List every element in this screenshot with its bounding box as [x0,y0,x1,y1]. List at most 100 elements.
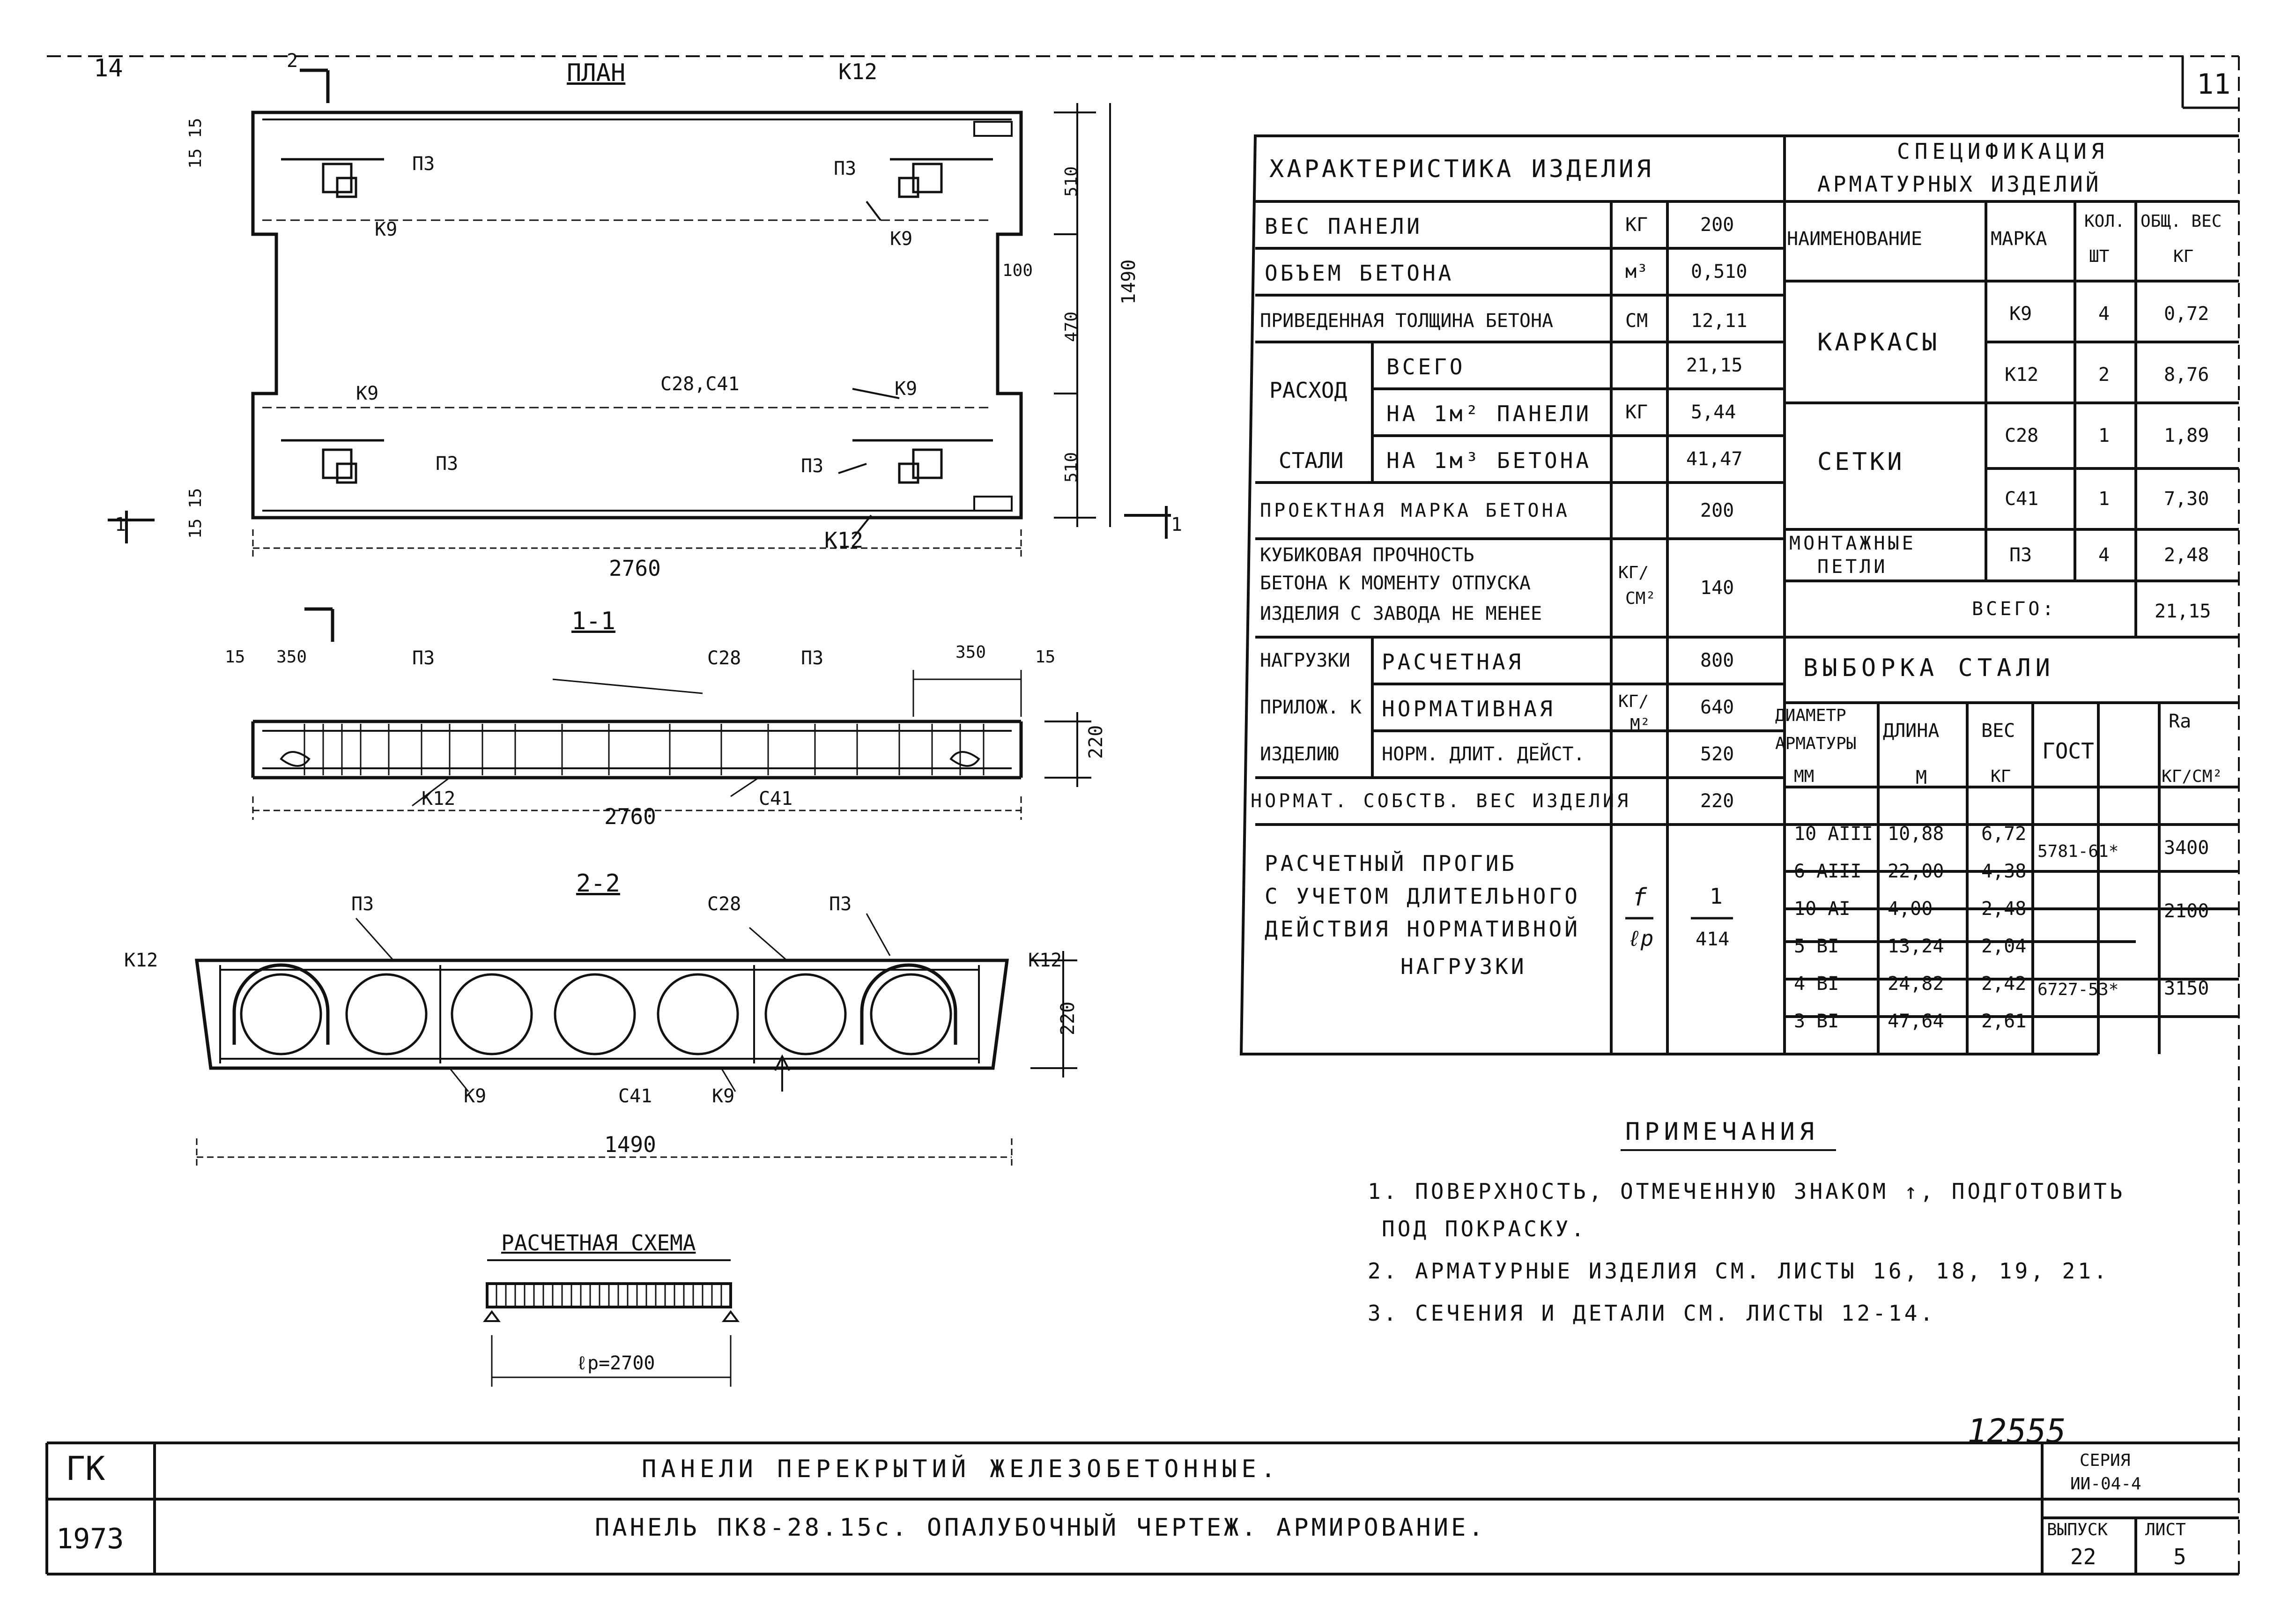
load-row-name: РАСЧЕТНАЯ [1382,649,1524,675]
dim-350-right: 350 [955,643,986,662]
section-1-1-title: 1-1 [571,607,615,635]
label-k9: К9 [375,219,398,240]
section-2-2-title: 2-2 [576,869,620,898]
loads-group-line: НАГРУЗКИ [1260,650,1350,671]
section-mark-2-top: 2 [287,50,298,72]
steel-row-value: 21,15 [1686,355,1743,376]
ss-wt: 2,42 [1981,973,2027,995]
plan-title: ПЛАН [567,59,626,87]
spec-weight: 2,48 [2164,544,2209,566]
section-2-2-drawing [195,913,1077,1167]
spec-header-name: НАИМЕНОВАНИЕ [1787,228,1922,250]
spec-qty: 4 [2098,544,2110,566]
spec-qty: 2 [2098,364,2110,386]
label-c28: С28 [707,893,741,915]
char-row-unit: КГ [1625,214,1648,236]
spec-header-wt-2: КГ [2173,247,2194,266]
label-p3: П3 [801,455,824,477]
load-row-name: НОРМ. ДЛИТ. ДЕЙСТ. [1382,743,1585,765]
ss-dia: 5 BI [1794,936,1839,957]
title-block-grid [45,1442,2239,1575]
steel-row-name: НА 1м² ПАНЕЛИ [1386,401,1592,426]
notes-title: ПРИМЕЧАНИЯ [1625,1118,1819,1146]
title-block-line-2: ПАНЕЛЬ ПК8-28.15с. ОПАЛУБОЧНЫЙ ЧЕРТЕЖ. А… [595,1514,1486,1542]
title-block-year: 1973 [56,1523,124,1555]
ss-dia: 4 BI [1794,973,1839,995]
ss-len: 13,24 [1888,936,1944,957]
spec-total-value: 21,15 [2155,601,2211,622]
label-k9: К9 [356,383,379,404]
ss-wt: 2,04 [1981,936,2027,957]
deflection-line: ДЕЙСТВИЯ НОРМАТИВНОЙ [1265,916,1580,942]
ss-len: 47,64 [1888,1011,1944,1032]
deflection-symbol-top: f [1632,884,1647,912]
note-item: 3. СЕЧЕНИЯ И ДЕТАЛИ СМ. ЛИСТЫ 12-14. [1368,1300,1936,1326]
ss-len: 10,88 [1888,823,1944,845]
deflection-line: С УЧЕТОМ ДЛИТЕЛЬНОГО [1265,884,1580,909]
load-row-name: НОРМАТИВНАЯ [1382,696,1555,721]
own-weight-value: 220 [1700,790,1734,812]
label-p3: П3 [436,453,459,475]
spec-mark: С41 [2005,488,2039,510]
label-k9: К9 [890,228,913,250]
label-k9: К9 [712,1085,735,1107]
ss-ra: 3400 [2164,837,2209,859]
ss-header-wt-1: ВЕС [1981,720,2015,742]
dim-15-right: 15 [1035,647,1056,667]
loads-group-line: ПРИЛОЖ. К [1260,697,1362,718]
steel-unit: КГ [1625,401,1648,423]
loads-unit-top: КГ/ [1618,692,1649,711]
ss-header-dia-1: ДИАМЕТР [1775,706,1846,725]
scheme-title: РАСЧЕТНАЯ СХЕМА [501,1230,696,1256]
dim-350-left: 350 [276,647,307,667]
loads-unit-bottom: М² [1630,715,1651,735]
ss-header-len-1: ДЛИНА [1883,720,1940,742]
ss-wt: 4,38 [1981,861,2027,882]
ss-dia: 6 AIII [1794,861,1862,882]
ss-wt: 6,72 [1981,823,2027,845]
steel-row-name: НА 1м³ БЕТОНА [1386,448,1592,473]
spec-header-qty-1: КОЛ. [2084,212,2125,231]
plan-drawing [108,68,1171,557]
dim-length: 2760 [609,556,661,581]
spec-mark: К9 [2009,303,2032,325]
cube-strength-line: КУБИКОВАЯ ПРОЧНОСТЬ [1260,544,1474,566]
characteristics-title: ХАРАКТЕРИСТИКА ИЗДЕЛИЯ [1269,155,1654,183]
steel-row-name: ВСЕГО [1386,354,1466,379]
spec-title-1: СПЕЦИФИКАЦИЯ [1897,139,2109,164]
label-p3: П3 [412,153,435,175]
ss-header-dia-2: АРМАТУРЫ [1775,734,1857,753]
spec-weight: 1,89 [2164,425,2209,446]
steel-row-value: 5,44 [1691,401,1736,423]
spec-mark: К12 [2005,364,2039,386]
dim-notch: 100 [1002,261,1033,280]
label-k12-top: К12 [838,59,878,84]
ss-dia: 10 AIII [1794,823,1873,845]
note-item: ПОД ПОКРАСКУ. [1382,1216,1587,1241]
sheet-value: 5 [2173,1544,2186,1569]
char-row-name: ВЕС ПАНЕЛИ [1265,214,1422,239]
spec-group-name: СЕТКИ [1817,448,1905,476]
char-row-unit: СМ [1625,310,1648,332]
label-p3: П3 [412,647,435,669]
concrete-grade-name: ПРОЕКТНАЯ МАРКА БЕТОНА [1260,500,1570,521]
spec-header-wt-1: ОБЩ. ВЕС [2140,212,2222,231]
label-p3: П3 [829,893,852,915]
dim-width: 1490 [604,1132,656,1157]
load-row-value: 640 [1700,697,1734,718]
title-block-org: ГК [66,1449,105,1488]
ss-header-len-2: М [1916,767,1927,788]
section-1-1-drawing [251,607,1091,820]
cube-strength-unit-top: КГ/ [1618,563,1649,582]
corner-right-number: 11 [2197,68,2231,101]
label-k9: К9 [895,378,918,400]
load-row-value: 520 [1700,743,1734,765]
cube-strength-line: ИЗДЕЛИЯ С ЗАВОДА НЕ МЕНЕЕ [1260,603,1542,624]
steel-group-b: СТАЛИ [1279,448,1344,473]
char-row-unit: м³ [1625,261,1648,282]
label-p3: П3 [351,893,374,915]
corner-left-number: 14 [94,54,123,82]
concrete-grade-value: 200 [1700,500,1734,521]
spec-weight: 8,76 [2164,364,2209,386]
char-row-value: 12,11 [1691,310,1748,332]
